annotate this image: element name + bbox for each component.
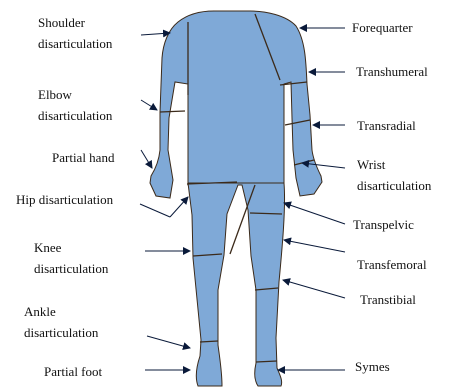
label-transhumeral: Transhumeral xyxy=(356,61,428,82)
label-partial-hand: Partial hand xyxy=(52,147,114,168)
arrow-transfemoral xyxy=(284,240,345,252)
label-transtibial: Transtibial xyxy=(360,289,416,310)
label-elbow-disarticulation: Elbow disarticulation xyxy=(38,84,112,126)
arrow-hip-b xyxy=(170,197,188,217)
label-transfemoral: Transfemoral xyxy=(357,254,427,275)
arrow-transpelvic xyxy=(284,203,345,224)
label-knee-disarticulation: Knee disarticulation xyxy=(34,237,108,279)
label-partial-foot: Partial foot xyxy=(44,361,102,382)
arrow-transtibial xyxy=(283,280,345,298)
body-silhouette xyxy=(150,11,322,386)
label-hip-disarticulation: Hip disarticulation xyxy=(16,189,113,210)
arrow-ankle xyxy=(147,336,190,348)
label-transradial: Transradial xyxy=(357,115,416,136)
label-forequarter: Forequarter xyxy=(352,17,413,38)
label-symes: Symes xyxy=(355,356,390,377)
arrow-shoulder xyxy=(141,33,170,35)
label-transpelvic: Transpelvic xyxy=(353,214,414,235)
arrow-partial-hand xyxy=(141,150,152,168)
arrow-elbow xyxy=(141,100,157,110)
label-ankle-disarticulation: Ankle disarticulation xyxy=(24,301,98,343)
label-shoulder-disarticulation: Shoulder disarticulation xyxy=(38,12,112,54)
torso-and-arms xyxy=(150,11,322,198)
label-wrist-disarticulation: Wrist disarticulation xyxy=(357,154,431,196)
arrow-hip-a xyxy=(140,204,170,217)
